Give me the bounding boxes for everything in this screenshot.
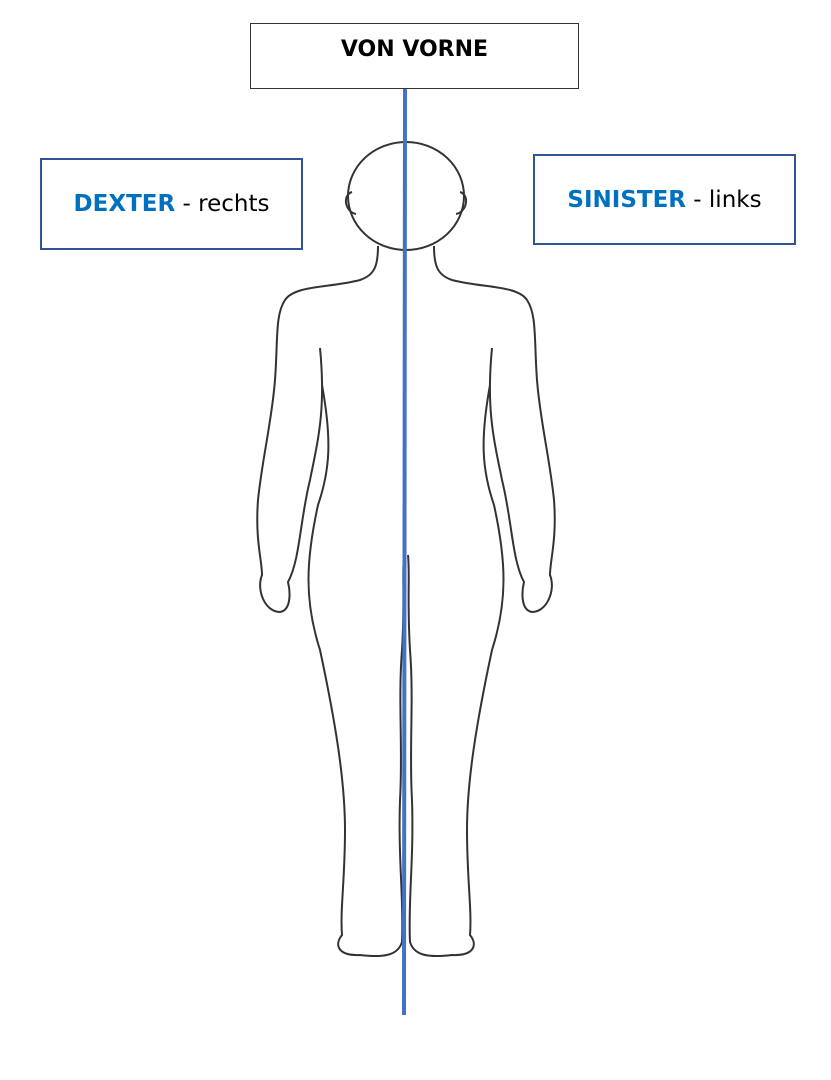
midline — [402, 87, 407, 1016]
dexter-translation: - rechts — [175, 191, 270, 217]
title-text: VON VORNE — [340, 36, 489, 62]
sinister-label-box: SINISTER - links — [533, 154, 796, 245]
title-box: VON VORNE — [250, 23, 579, 89]
dexter-label-box: DEXTER - rechts — [40, 158, 303, 250]
dexter-keyword: DEXTER — [73, 191, 176, 217]
sinister-translation: - links — [686, 186, 762, 213]
sinister-keyword: SINISTER — [567, 186, 686, 213]
